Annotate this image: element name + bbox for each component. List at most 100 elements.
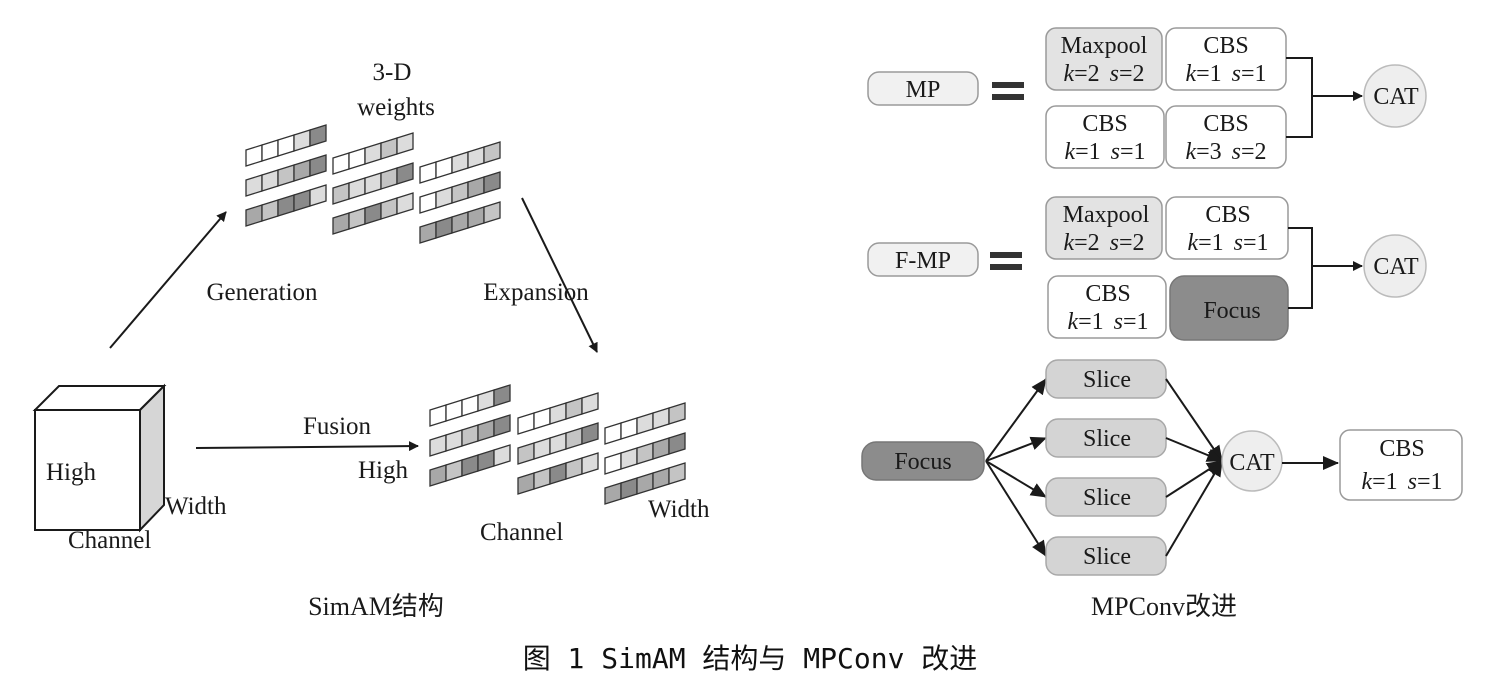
- fmp-maxpool-name: Maxpool: [1063, 202, 1150, 228]
- fmp-merge-connector: [1288, 227, 1313, 309]
- weights-top-g1-r2-cell-3: [380, 197, 398, 220]
- weights-top-g1-r0-cell-4: [396, 132, 414, 155]
- focus-to-slice-3-arrow: [985, 460, 1047, 498]
- weights-top-g2-r0-cell-1: [435, 156, 453, 179]
- fmp-equals-icon: [990, 252, 1022, 270]
- output-channel-label: Channel: [480, 519, 563, 546]
- weights-bottom-g0-r2-cell-0: [429, 464, 447, 487]
- generation-arrow: [109, 211, 227, 349]
- weights-bottom-g0-r0-cell-4: [493, 384, 511, 407]
- weights-top-g1-r0-cell-3: [380, 137, 398, 160]
- weights-top-g2-r1-cell-4: [483, 171, 501, 194]
- weights-bottom-g2-r2-cell-2: [636, 472, 654, 495]
- cube-width-label: Width: [165, 493, 227, 520]
- weights-bottom-g0-r1-cell-1: [445, 429, 463, 452]
- output-width-label: Width: [648, 496, 710, 523]
- weights-top-g1-r2-cell-2: [364, 202, 382, 225]
- mp-equals-icon: [992, 82, 1024, 100]
- weights-top-g2-r1-cell-2: [451, 181, 469, 204]
- focus-cbs-name: CBS: [1379, 436, 1424, 462]
- weights-bottom-g0-r0-cell-0: [429, 404, 447, 427]
- weights-top-g2-r2-cell-4: [483, 201, 501, 224]
- weights-top-g0-r2-cell-2: [277, 194, 295, 217]
- cube-channel-label: Channel: [68, 527, 151, 554]
- weights-top-g1-r2-cell-4: [396, 192, 414, 215]
- mpconv-caption: MPConv改进: [1091, 592, 1237, 621]
- weights-bottom-g0-r0-cell-1: [445, 399, 463, 422]
- fmp-label-box: [867, 242, 979, 277]
- weights-top-g2-r2-cell-3: [467, 206, 485, 229]
- mp-maxpool-box: [1045, 27, 1163, 91]
- weights-top-g0-r0-cell-4: [309, 124, 327, 147]
- weights-top-g0-r1-cell-2: [277, 164, 295, 187]
- weights-block-top: [245, 124, 501, 244]
- weights-bottom-g1-r2-cell-3: [565, 457, 583, 480]
- weights-bottom-g1-r0-cell-3: [565, 397, 583, 420]
- weights-top-g0-r2-cell-3: [293, 189, 311, 212]
- weights-top-g0-r0-cell-0: [245, 144, 263, 167]
- weights-bottom-g2-r1-cell-1: [620, 447, 638, 470]
- weights-top-g0-r0-cell-3: [293, 129, 311, 152]
- mp-cbs-b-box: [1045, 105, 1165, 169]
- focus-to-slice-4-arrow: [985, 460, 1047, 557]
- weights-bottom-g1-r2-cell-0: [517, 472, 535, 495]
- weights-top-g0-r1-cell-4: [309, 154, 327, 177]
- weights-bottom-g1-r0-cell-4: [581, 392, 599, 415]
- mp-cbs-a-name: CBS: [1203, 33, 1248, 59]
- focus-to-slice-1-arrow: [985, 378, 1047, 462]
- weights-top-g2-r0-cell-3: [467, 146, 485, 169]
- weights-top-g0-r0-cell-2: [277, 134, 295, 157]
- weights-top-g0-r0-cell-1: [261, 139, 279, 162]
- weights-bottom-g0-r0-cell-3: [477, 389, 495, 412]
- weights-bottom-g2-r0-cell-2: [636, 412, 654, 435]
- weights-top-g1-r1-cell-2: [364, 172, 382, 195]
- weights-bottom-g2-r0-cell-4: [668, 402, 686, 425]
- weights-bottom-g0-r2-cell-1: [445, 459, 463, 482]
- weights-bottom-g0-r1-cell-2: [461, 424, 479, 447]
- weights-top-g1-r1-cell-1: [348, 177, 366, 200]
- expansion-arrow: [521, 197, 598, 353]
- weights-bottom-g1-r1-cell-1: [533, 437, 551, 460]
- weights-top-g0-r2-cell-0: [245, 204, 263, 227]
- weights-bottom-g2-r1-cell-3: [652, 437, 670, 460]
- weights-top-g1-r0-cell-1: [348, 147, 366, 170]
- fmp-maxpool-box: [1045, 196, 1163, 260]
- weights-top-g2-r0-cell-4: [483, 141, 501, 164]
- fmp-cat-node: [1363, 234, 1427, 298]
- focus-to-slice-2-arrow: [985, 436, 1047, 462]
- weights-title-line1: 3-D: [373, 59, 412, 86]
- weights-top-g2-r0-cell-0: [419, 161, 437, 184]
- simam-caption: SimAM结构: [308, 592, 444, 621]
- weights-bottom-g2-r1-cell-0: [604, 452, 622, 475]
- weights-top-g1-r1-cell-0: [332, 182, 350, 205]
- mp-cbs-b-name: CBS: [1082, 111, 1127, 137]
- weights-top-g1-r1-cell-3: [380, 167, 398, 190]
- focus-cbs-box: [1339, 429, 1463, 501]
- simam-section: 3-D weights Generation Expansion Fusion …: [32, 59, 710, 621]
- fmp-cbs-b-name: CBS: [1085, 281, 1130, 307]
- cube-high-label: High: [46, 459, 97, 486]
- weights-bottom-g0-r2-cell-3: [477, 449, 495, 472]
- weights-bottom-g2-r2-cell-3: [652, 467, 670, 490]
- weights-top-g0-r2-cell-1: [261, 199, 279, 222]
- weights-top-g1-r0-cell-0: [332, 152, 350, 175]
- weights-top-g1-r1-cell-4: [396, 162, 414, 185]
- weights-bottom-g2-r2-cell-1: [620, 477, 638, 500]
- mp-cbs-c-name: CBS: [1203, 111, 1248, 137]
- fmp-cat-label: CAT: [1373, 254, 1419, 280]
- weights-bottom-g1-r2-cell-1: [533, 467, 551, 490]
- weights-top-g1-r2-cell-0: [332, 212, 350, 235]
- weights-bottom-g0-r1-cell-3: [477, 419, 495, 442]
- weights-bottom-g2-r1-cell-4: [668, 432, 686, 455]
- slice-label-1: Slice: [1083, 367, 1131, 393]
- weights-title-line2: weights: [357, 94, 435, 121]
- fmp-label: F-MP: [895, 248, 951, 274]
